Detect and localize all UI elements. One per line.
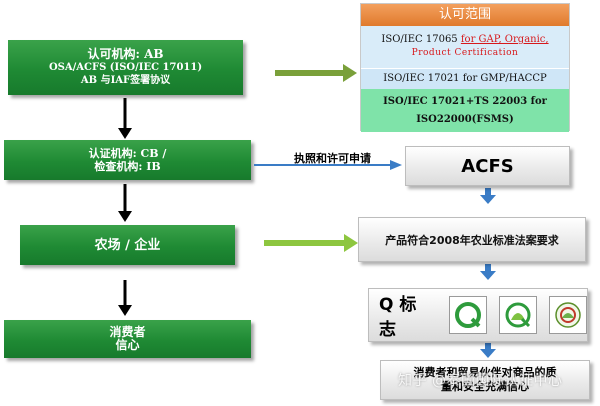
q-mark-label: Q 标志 <box>379 295 417 340</box>
left-down-arrow-3 <box>118 280 132 316</box>
scope-row-17021-fsms: ISO/IEC 17021+TS 22003 for ISO22000(FSMS… <box>361 89 569 132</box>
standard-compliance-label: 产品符合2008年农业标准法案要求 <box>385 233 559 247</box>
consumer-confidence-box: 消费者 信心 <box>4 320 251 358</box>
standard-compliance-box: 产品符合2008年农业标准法案要求 <box>358 217 586 262</box>
inspection-body-label: 检查机构: IB <box>94 160 161 173</box>
accreditation-body-label: 认可机构: AB <box>87 47 164 61</box>
consumer-trust-line1: 消费者和贸易伙伴对商品的质 <box>413 366 557 379</box>
acfs-label: ACFS <box>461 155 514 177</box>
farm-enterprise-box: 农场 / 企业 <box>20 225 235 265</box>
consumer-label: 消费者 <box>109 325 146 339</box>
scope-row-17065-scope-1: for GAP, Organic, <box>460 34 549 45</box>
scope-row-17021-gmp: ISO/IEC 17021 for GMP/HACCP <box>361 68 569 89</box>
scope-row-fsms-line2: ISO22000(FSMS) <box>416 114 514 125</box>
certification-body-box: 认证机构: CB / 检查机构: IB <box>4 140 251 180</box>
left-down-arrow-2 <box>118 184 132 222</box>
farm-enterprise-label: 农场 / 企业 <box>94 237 161 253</box>
scope-row-fsms-line1: ISO/IEC 17021+TS 22003 for <box>383 96 547 107</box>
q-logo-leaf-icon <box>499 296 538 334</box>
confidence-label: 信心 <box>115 338 140 352</box>
olive-arrow-to-scope <box>275 64 357 82</box>
scope-row-17065-scope-2: Product Certification <box>411 48 519 58</box>
q-logo-green-icon <box>449 296 488 334</box>
accreditation-body-agreement: AB 与IAF签署协议 <box>80 75 171 86</box>
consumer-trust-box: 消费者和贸易伙伴对商品的质 量和安全充满信心 <box>380 360 590 400</box>
right-down-arrow-3 <box>480 343 496 358</box>
accreditation-scope-header: 认可范围 <box>361 4 569 26</box>
certification-body-label: 认证机构: CB / <box>88 147 167 160</box>
green-arrow-to-standard <box>264 234 358 252</box>
accreditation-body-standard: OSA/ACFS (ISO/IEC 17011) <box>48 62 203 73</box>
accreditation-body-box: 认可机构: AB OSA/ACFS (ISO/IEC 17011) AB 与IA… <box>8 40 243 95</box>
blue-arrow-to-acfs <box>254 160 402 170</box>
q-mark-box: Q 标志 <box>368 288 588 342</box>
accreditation-scope-panel: 认可范围 ISO/IEC 17065 for GAP, Organic, Pro… <box>360 3 570 132</box>
right-down-arrow-1 <box>480 188 496 204</box>
right-down-arrow-2 <box>480 264 496 280</box>
license-application-label: 执照和许可申请 <box>294 152 371 165</box>
consumer-trust-line2: 量和安全充满信心 <box>441 380 529 393</box>
scope-row-17065: ISO/IEC 17065 for GAP, Organic, Product … <box>361 26 569 68</box>
watermark-text: 知乎 @泰国国际认证中心 <box>398 373 563 389</box>
scope-row-17065-standard: ISO/IEC 17065 <box>381 34 461 45</box>
q-logo-organic-icon <box>549 296 588 334</box>
acfs-box: ACFS <box>405 146 570 186</box>
left-down-arrow-1 <box>118 98 132 139</box>
